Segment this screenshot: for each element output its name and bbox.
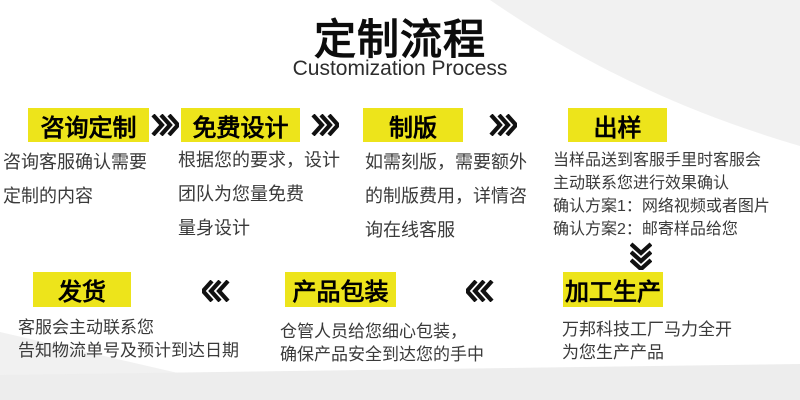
step-label-packaging: 产品包装 — [285, 272, 396, 307]
step-desc-free-design: 根据您的要求，设计 团队为您量免费 量身设计 — [178, 143, 340, 245]
bottom-band — [0, 364, 800, 400]
arrow-right-icon — [151, 114, 179, 136]
desc-line: 的制版费用，详情咨 — [365, 186, 527, 206]
desc-line: 询在线客服 — [365, 220, 455, 240]
step-desc-packaging: 仓管人员给您细心包装， 确保产品安全到达您的手中 — [280, 320, 484, 366]
arrow-left-icon — [202, 280, 230, 302]
desc-line: 确保产品安全到达您的手中 — [280, 345, 484, 364]
desc-line: 根据您的要求，设计 — [178, 150, 340, 170]
page-title: 定制流程 — [313, 16, 486, 63]
desc-line: 量身设计 — [178, 218, 250, 238]
desc-line: 确认方案2：邮寄样品给您 — [553, 221, 738, 238]
arrow-right-icon — [489, 114, 517, 136]
step-label-shipping: 发货 — [33, 272, 131, 307]
page-subtitle: Customization Process — [292, 57, 508, 80]
desc-line: 客服会主动联系您 — [18, 318, 154, 337]
desc-line: 咨询客服确认需要 — [3, 152, 147, 172]
desc-line: 仓管人员给您细心包装， — [280, 322, 467, 341]
arrow-left-icon — [466, 280, 494, 302]
step-label-production: 加工生产 — [563, 272, 663, 307]
desc-line: 确认方案1：网络视频或者图片 — [553, 198, 770, 215]
desc-line: 主动联系您进行效果确认 — [553, 175, 730, 192]
desc-line: 团队为您量免费 — [178, 184, 304, 204]
step-desc-sampling: 当样品送到客服手里时客服会 主动联系您进行效果确认 确认方案1：网络视频或者图片… — [553, 149, 770, 241]
step-desc-plate-making: 如需刻版，需要额外 的制版费用，详情咨 询在线客服 — [365, 145, 527, 247]
desc-line: 告知物流单号及预计到达日期 — [18, 341, 239, 360]
desc-line: 当样品送到客服手里时客服会 — [553, 152, 762, 169]
step-desc-production: 万邦科技工厂马力全开 为您生产产品 — [562, 318, 732, 364]
desc-line: 如需刻版，需要额外 — [365, 152, 527, 172]
step-label-consult: 咨询定制 — [28, 108, 149, 142]
step-desc-shipping: 客服会主动联系您 告知物流单号及预计到达日期 — [18, 316, 239, 362]
step-label-plate-making: 制版 — [363, 108, 463, 142]
desc-line: 定制的内容 — [3, 186, 93, 206]
step-desc-consult: 咨询客服确认需要 定制的内容 — [3, 145, 147, 213]
arrow-down-icon — [608, 242, 652, 270]
desc-line: 为您生产产品 — [562, 343, 664, 362]
arrow-right-icon — [311, 114, 339, 136]
desc-line: 万邦科技工厂马力全开 — [562, 320, 732, 339]
step-label-free-design: 免费设计 — [181, 108, 300, 142]
step-label-sampling: 出样 — [568, 108, 667, 142]
